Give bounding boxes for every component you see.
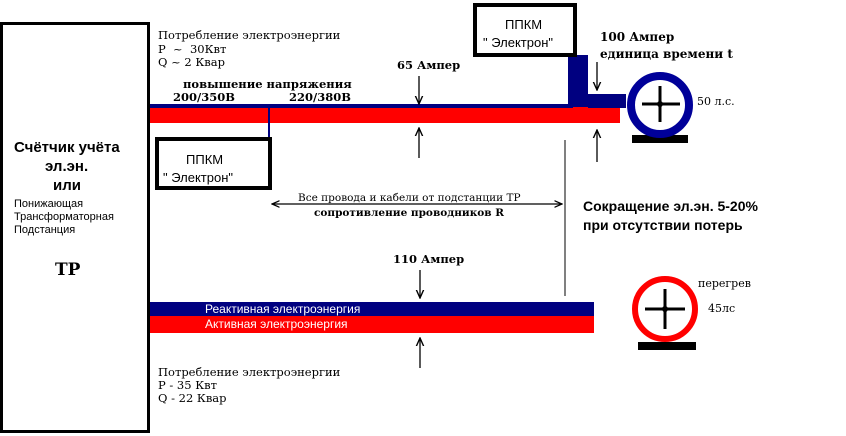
motor-feed-blue-horiz: [588, 94, 626, 108]
motor-current-line1: 100 Ампер: [600, 30, 675, 44]
bottom-reactive-bar: [148, 302, 594, 316]
saving-line2: при отсутствии потерь: [583, 217, 743, 233]
substation-code: TP: [55, 260, 81, 280]
ppkm-mid-tap: [268, 108, 270, 138]
ppkm-top-box: [473, 3, 577, 57]
wires-note-line1: Все провода и кабели от подстанции ТР: [298, 192, 521, 204]
ppkm-mid-line1: ППКМ: [186, 152, 224, 167]
motor-bottom-base: [638, 342, 696, 350]
ppkm-mid-line2: " Электрон": [163, 170, 233, 185]
substation-line3: или: [53, 177, 81, 194]
voltage-right: 220/380В: [289, 90, 351, 104]
motor-bottom-power: 45лс: [708, 302, 736, 315]
current-top-label: 65 Ампер: [397, 58, 461, 72]
top-consumption-q: Q ~ 2 Квар: [158, 55, 225, 69]
substation-line6: Подстанция: [14, 224, 76, 236]
top-active-line: [148, 108, 620, 123]
bus-active-label: Активная электроэнергия: [205, 317, 348, 331]
wires-note-line2: сопротивление проводников R: [314, 207, 504, 219]
ppkm-top-line1: ППКМ: [505, 17, 543, 32]
motor-bottom-status: перегрев: [698, 277, 751, 290]
substation-line2: эл.эн.: [45, 158, 89, 175]
motor-top-base: [632, 135, 688, 143]
ppkm-mid-box: [155, 137, 272, 190]
top-consumption-p: P ~ 30Квт: [158, 42, 227, 56]
motor-top-power: 50 л.с.: [697, 95, 735, 108]
saving-line1: Сокращение эл.эн. 5-20%: [583, 198, 758, 214]
bottom-consumption-p: P - 35 Квт: [158, 378, 217, 392]
voltage-label: повышение напряжения: [183, 77, 352, 91]
motor-bottom-hub: [662, 306, 668, 312]
ppkm-top-feeder: [568, 55, 573, 108]
top-consumption-title: Потребление электроэнергии: [158, 28, 341, 42]
substation-line5: Трансформаторная: [14, 211, 114, 223]
current-bottom-label: 110 Ампер: [393, 252, 465, 266]
bottom-consumption-title: Потребление электроэнергии: [158, 365, 341, 379]
substation-box: [0, 22, 150, 433]
voltage-left: 200/350В: [173, 90, 235, 104]
ppkm-top-line2: " Электрон": [483, 35, 553, 50]
bottom-consumption-q: Q - 22 Квар: [158, 391, 227, 405]
bus-reactive-label: Реактивная электроэнергия: [205, 302, 361, 316]
bottom-active-bar: [148, 316, 594, 333]
motor-feed-blue-vert: [573, 55, 588, 107]
substation-line4: Понижающая: [14, 198, 84, 210]
substation-line1: Счётчик учёта: [14, 139, 120, 156]
top-reactive-line: [148, 104, 573, 108]
motor-top-hub: [657, 101, 663, 107]
motor-current-line2: единица времени t: [600, 47, 733, 61]
